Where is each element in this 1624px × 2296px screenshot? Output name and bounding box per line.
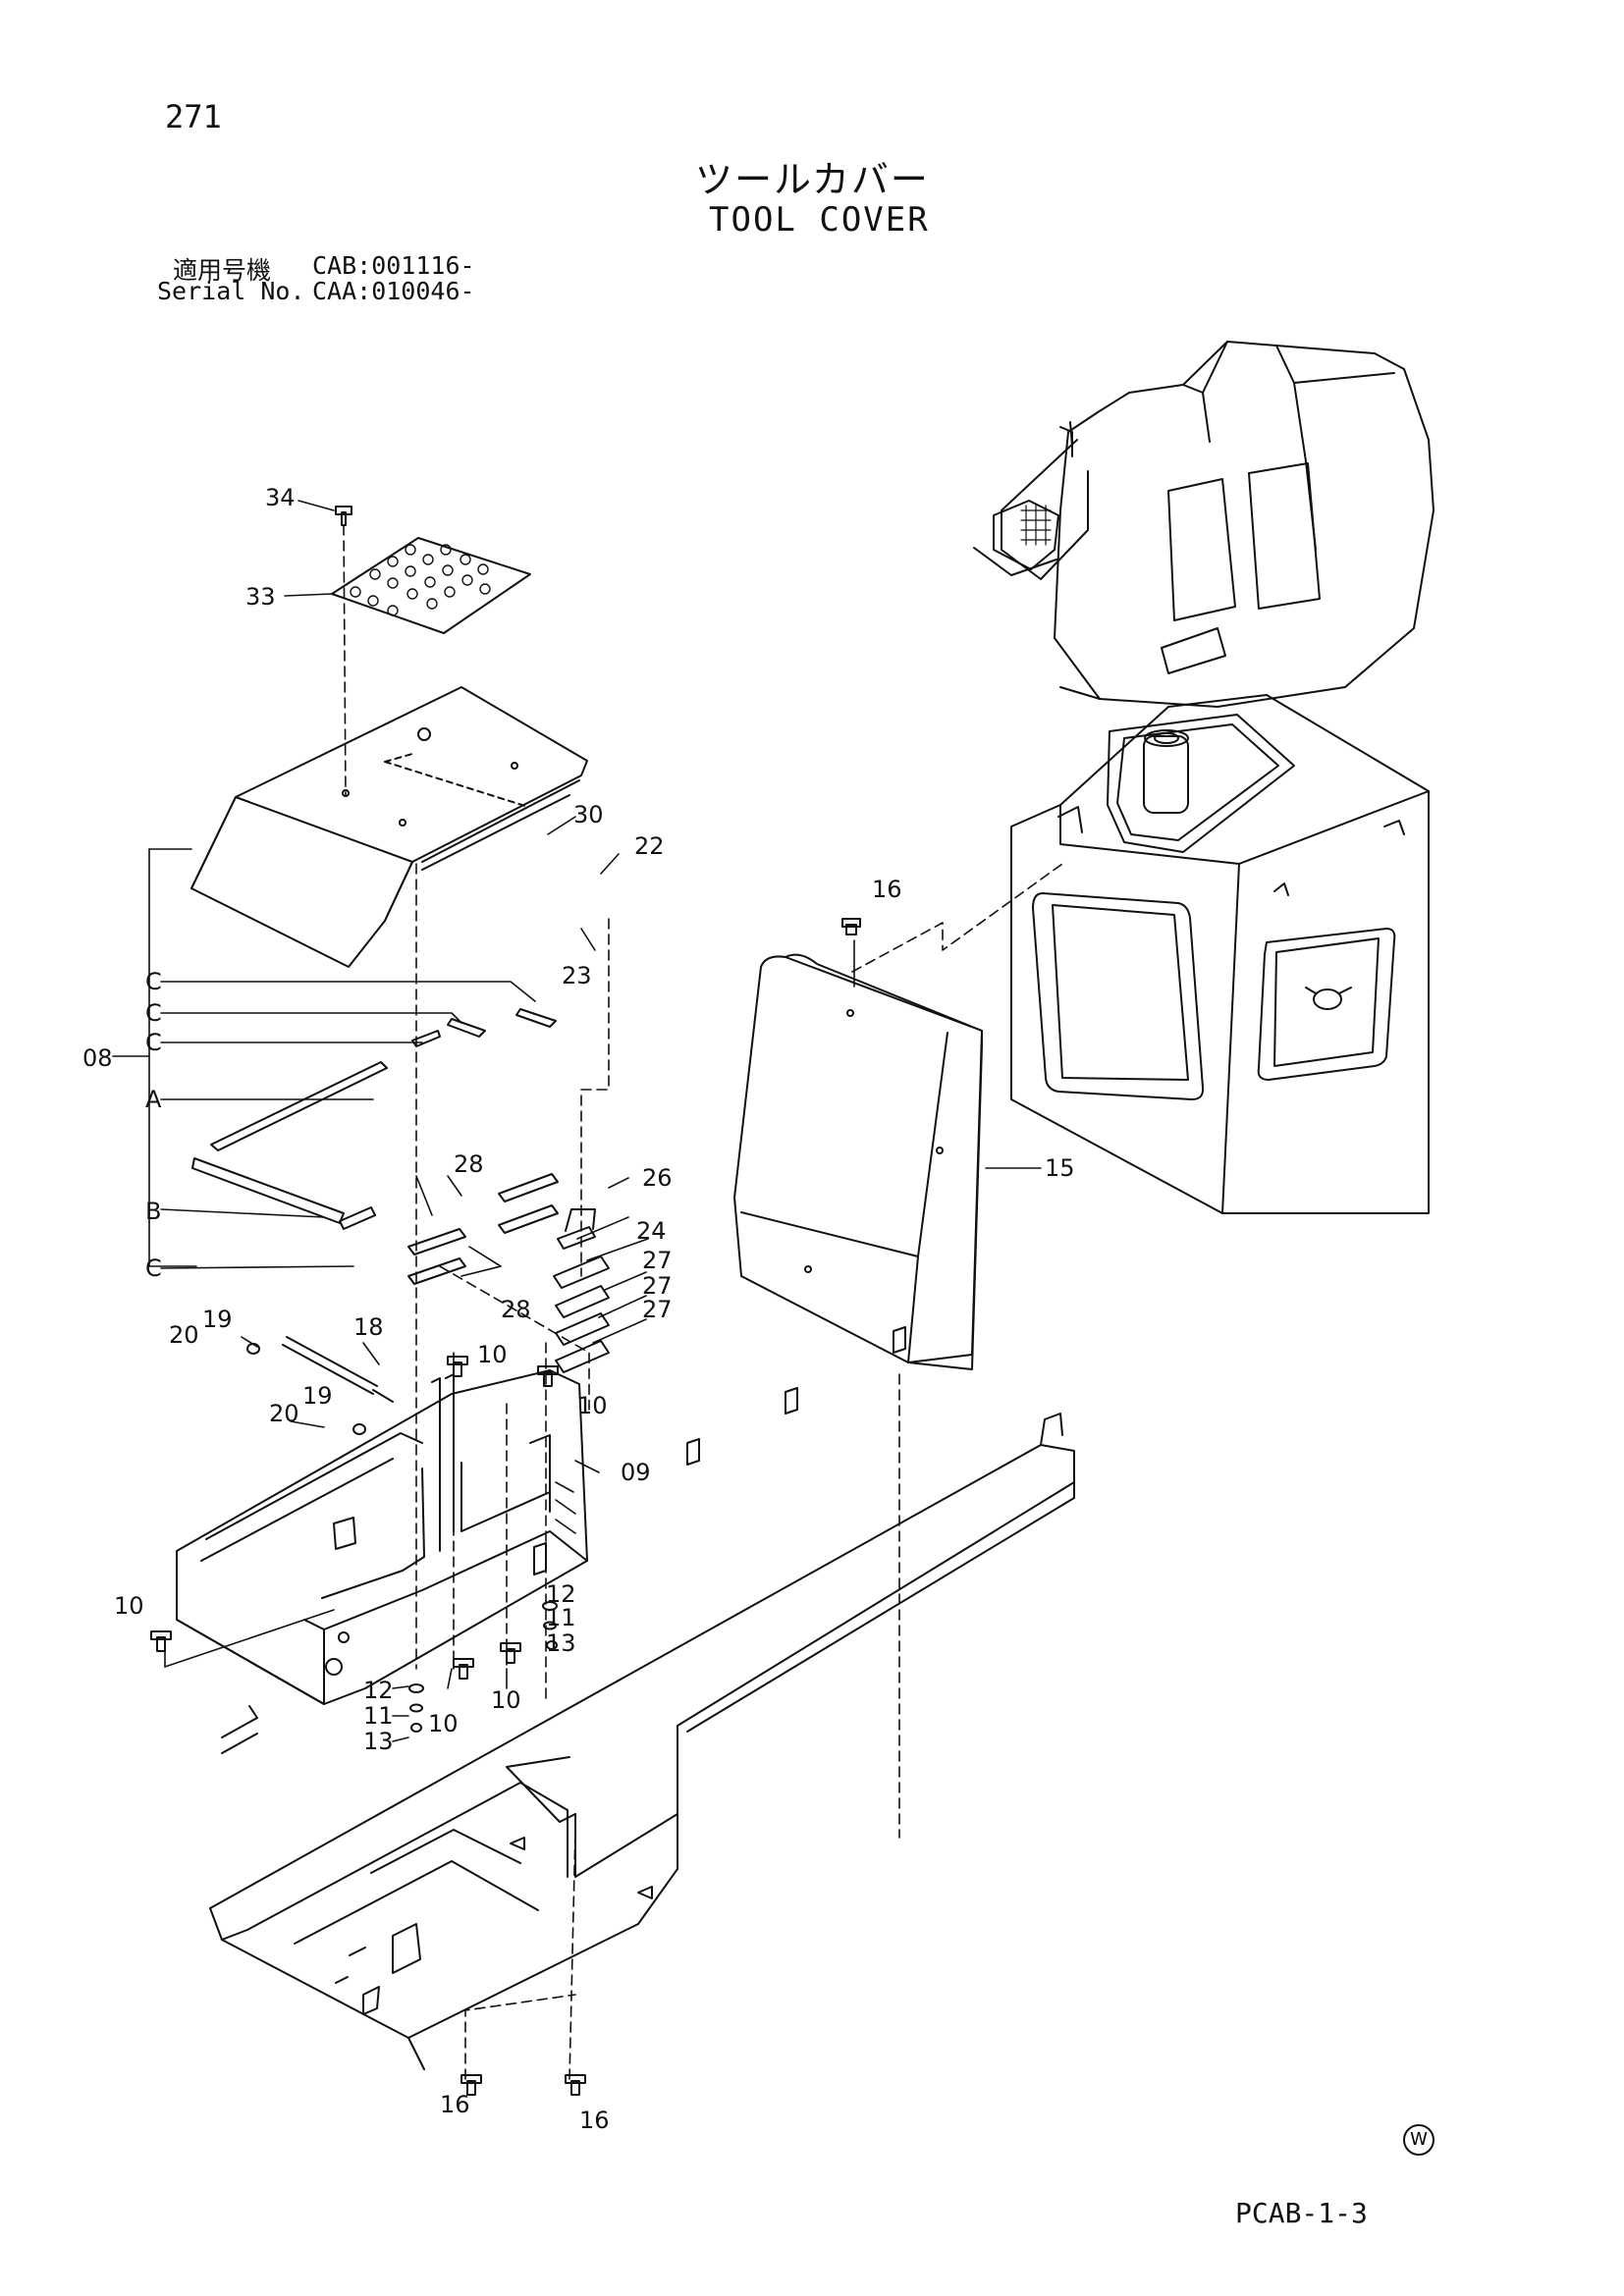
callout-c12a: 12: [546, 1580, 576, 1608]
small-plates: [407, 1173, 610, 1373]
callout-c13b: 13: [363, 1728, 394, 1755]
serial-label-english: Serial No.: [157, 277, 305, 305]
serial-value-cab: CAB:001116-: [312, 251, 475, 280]
callout-c10c: 10: [114, 1592, 144, 1620]
tank-illustration: [1010, 694, 1430, 1214]
callout-cC3: C: [145, 1029, 162, 1056]
w-circle-mark: W: [1403, 2124, 1435, 2156]
page-title-japanese: ツールカバー: [695, 158, 930, 201]
callout-c23: 23: [562, 962, 592, 989]
callout-c18: 18: [353, 1313, 384, 1341]
callout-c28b: 28: [501, 1296, 531, 1323]
frame-rail: [209, 1326, 1075, 2070]
callout-c27c: 27: [642, 1296, 673, 1323]
cab-illustration: [973, 341, 1435, 708]
callout-c12b: 12: [363, 1677, 394, 1704]
callout-c26: 26: [642, 1164, 673, 1192]
callout-c24: 24: [636, 1217, 667, 1245]
callout-c34: 34: [265, 484, 296, 511]
callout-c11a: 11: [546, 1604, 576, 1631]
callout-c16c: 16: [579, 2107, 610, 2134]
callout-c20a: 20: [169, 1321, 199, 1349]
callout-c20b: 20: [269, 1400, 299, 1427]
callout-c16b: 16: [440, 2091, 470, 2118]
serial-label-japanese: 適用号機: [173, 256, 272, 285]
callout-cC4: C: [145, 1255, 162, 1282]
callout-c16a: 16: [872, 876, 902, 903]
callout-cA: A: [145, 1086, 162, 1113]
callout-c11b: 11: [363, 1702, 394, 1730]
serial-value-caa: CAA:010046-: [312, 277, 475, 305]
callout-c10d: 10: [428, 1710, 459, 1737]
callout-c10a: 10: [477, 1341, 508, 1368]
callout-c19a: 19: [202, 1306, 233, 1333]
callout-c22: 22: [634, 832, 665, 860]
drawing-code: PCAB-1-3: [1235, 2197, 1368, 2229]
page-number: 271: [165, 98, 222, 135]
callout-c13a: 13: [546, 1629, 576, 1657]
upper-tool-cover: [190, 686, 588, 968]
tool-box-body: [176, 1369, 588, 1705]
callout-c10b: 10: [577, 1392, 608, 1419]
seal-strips: [191, 1008, 557, 1230]
callout-c08: 08: [82, 1044, 113, 1072]
side-cover-panel: [733, 953, 983, 1370]
callout-c33: 33: [245, 583, 276, 611]
callout-c27a: 27: [642, 1247, 673, 1274]
callout-c30: 30: [573, 801, 604, 828]
callout-cB: B: [145, 1198, 161, 1225]
perforated-mat: [331, 537, 531, 634]
callout-c28a: 28: [454, 1150, 484, 1178]
callout-c19b: 19: [302, 1382, 333, 1410]
callout-c10e: 10: [491, 1686, 521, 1714]
callout-cC1: C: [145, 968, 162, 995]
callout-c09: 09: [621, 1459, 651, 1486]
gas-strut: [246, 1336, 394, 1435]
callout-c15: 15: [1045, 1154, 1075, 1182]
fasteners: [150, 1356, 586, 2096]
page-title-english: TOOL COVER: [709, 200, 930, 240]
callout-c27b: 27: [642, 1272, 673, 1300]
callout-cC2: C: [145, 999, 162, 1027]
